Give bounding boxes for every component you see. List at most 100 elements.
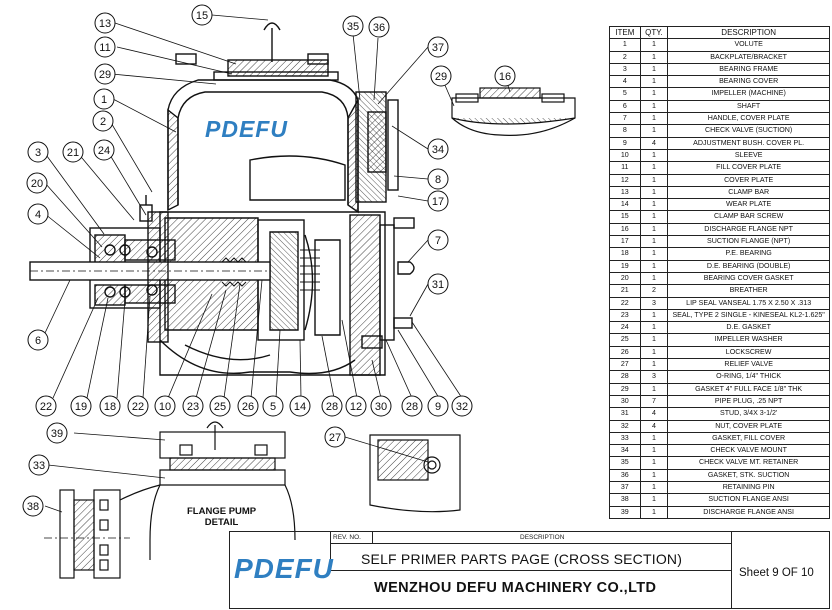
cell-item: 24 xyxy=(609,321,641,335)
cell-qty: 1 xyxy=(639,308,669,323)
callout-number: 39 xyxy=(51,428,63,440)
callout-number: 29 xyxy=(99,69,111,81)
callout-number: 15 xyxy=(196,10,208,22)
cell-item: 25 xyxy=(609,333,641,347)
cell-qty: 1 xyxy=(639,210,669,224)
title-block xyxy=(229,531,830,609)
cell-qty: 1 xyxy=(639,222,669,237)
cell-description: ADJUSTMENT BUSH. COVER PL. xyxy=(667,136,830,150)
callout-circle xyxy=(46,422,68,444)
callout-number: 34 xyxy=(432,144,444,156)
callout-circle xyxy=(22,495,44,517)
cell-qty: 1 xyxy=(639,345,669,360)
cell-item: 20 xyxy=(609,271,641,286)
callout-number: 10 xyxy=(159,401,171,413)
callout-circle xyxy=(27,329,49,351)
callout-number: 9 xyxy=(435,401,441,413)
cell-description: BACKPLATE/BRACKET xyxy=(667,50,830,64)
callout-circle xyxy=(182,395,204,417)
cell-qty: 1 xyxy=(639,493,669,507)
cell-description: PIPE PLUG, .25 NPT xyxy=(667,394,830,409)
cell-item: 17 xyxy=(609,235,641,249)
cell-description: WEAR PLATE xyxy=(667,198,830,212)
cell-description: BEARING COVER GASKET xyxy=(667,271,830,286)
cell-item: 39 xyxy=(609,505,641,519)
cell-item: 4 xyxy=(609,75,641,89)
cell-item: 35 xyxy=(609,456,641,470)
callout-circle xyxy=(28,454,50,476)
cell-item: 34 xyxy=(609,444,641,458)
cell-qty: 3 xyxy=(639,296,669,310)
column-header-description: DESCRIPTION xyxy=(667,25,830,40)
callout-number: 23 xyxy=(187,401,199,413)
detail-relief-valve xyxy=(369,434,461,513)
callout-circle xyxy=(427,138,449,160)
company-name: WENZHOU DEFU MACHINERY CO.,LTD xyxy=(374,580,657,596)
cell-item: 15 xyxy=(609,210,641,224)
callout-circle xyxy=(99,395,121,417)
callout-number: 38 xyxy=(27,501,39,513)
cell-qty: 1 xyxy=(639,247,669,261)
description-label: DESCRIPTION xyxy=(520,534,565,541)
callout-circle xyxy=(94,63,116,85)
callout-number: 19 xyxy=(75,401,87,413)
cell-qty: 1 xyxy=(639,321,669,335)
callout-circle xyxy=(342,15,364,37)
cell-qty: 1 xyxy=(639,358,669,372)
callout-number: 35 xyxy=(347,21,359,33)
callout-number: 11 xyxy=(99,42,110,54)
callout-circle xyxy=(401,395,423,417)
callout-number: 24 xyxy=(98,145,110,157)
callout-circle xyxy=(94,12,116,34)
cell-qty: 1 xyxy=(639,38,669,52)
callout-circle xyxy=(427,229,449,251)
callout-circle xyxy=(93,139,115,161)
cell-item: 1 xyxy=(609,38,641,52)
column-header-item: ITEM xyxy=(609,25,641,40)
callout-circle xyxy=(427,36,449,58)
callout-circle xyxy=(127,395,149,417)
callout-number: 21 xyxy=(67,147,79,159)
cell-description: FILL COVER PLATE xyxy=(667,161,830,175)
callout-circle xyxy=(324,426,346,448)
cell-qty: 1 xyxy=(639,173,669,187)
cell-description: GASKET, FILL COVER xyxy=(667,431,830,446)
cell-item: 6 xyxy=(609,99,641,114)
cell-description: CHECK VALVE (SUCTION) xyxy=(667,124,830,138)
cell-description: VOLUTE xyxy=(667,38,830,52)
callout-number: 18 xyxy=(104,401,116,413)
callout-circle xyxy=(289,395,311,417)
callout-circle xyxy=(94,36,116,58)
cell-description: COVER PLATE xyxy=(667,173,830,187)
cell-qty: 1 xyxy=(639,444,669,458)
cell-item: 19 xyxy=(609,259,641,273)
cell-description: IMPELLER (MACHINE) xyxy=(667,87,830,101)
callout-number: 33 xyxy=(33,460,45,472)
callout-number: 7 xyxy=(435,235,441,247)
cell-item: 30 xyxy=(609,394,641,409)
detail-discharge-flange xyxy=(451,87,576,136)
cell-item: 22 xyxy=(609,296,641,310)
cell-item: 23 xyxy=(609,308,641,323)
callout-circle xyxy=(237,395,259,417)
cell-qty: 1 xyxy=(639,468,669,482)
cell-description: IMPELLER WASHER xyxy=(667,333,830,347)
cell-qty: 1 xyxy=(639,505,669,519)
cell-qty: 4 xyxy=(639,407,669,421)
cell-description: DISCHARGE FLANGE NPT xyxy=(667,222,830,237)
cell-item: 26 xyxy=(609,345,641,360)
drawing-title: SELF PRIMER PARTS PAGE (CROSS SECTION) xyxy=(361,551,683,567)
